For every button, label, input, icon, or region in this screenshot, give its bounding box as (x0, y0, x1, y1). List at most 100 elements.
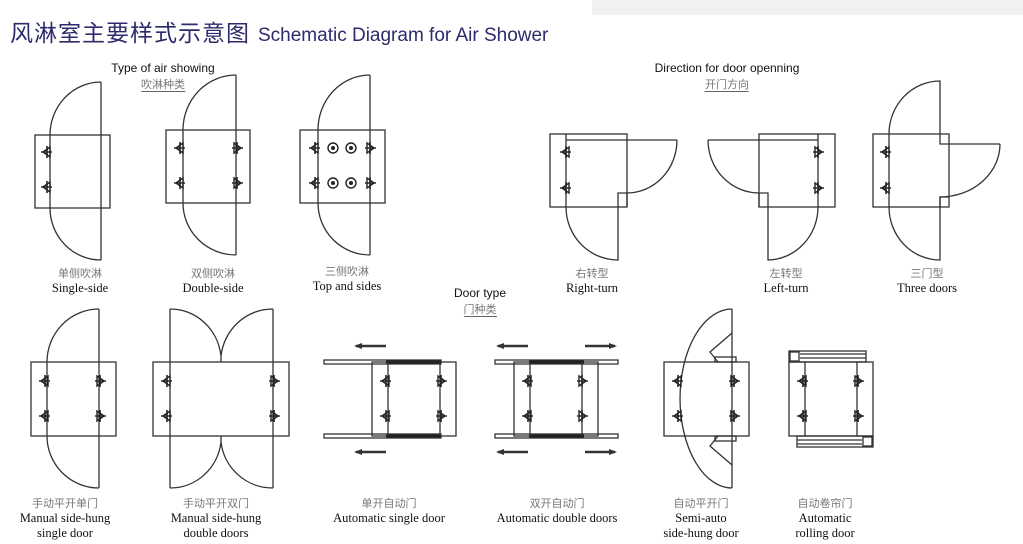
nozzle-icon (160, 374, 173, 388)
label-en: Automatic single door (333, 511, 445, 525)
section-door-type: Door type 门种类 (454, 286, 506, 318)
arrow-left-icon (494, 447, 530, 457)
nozzle-icon (796, 374, 809, 388)
nozzle-icon (435, 409, 448, 423)
label-zh: 左转型 (769, 267, 803, 280)
manual-double-doors-diagram (152, 308, 290, 489)
automatic-single-door-diagram (323, 341, 457, 457)
label-en: Semi-auto (675, 511, 727, 525)
three-doors-diagram (872, 80, 1001, 261)
nozzle-icon (521, 409, 534, 423)
nozzle-icon (38, 409, 51, 423)
label-zh: 手动平开双门 (182, 497, 249, 510)
arrow-left-icon (494, 341, 530, 351)
top-and-sides-diagram (299, 74, 386, 256)
label-en: Manual side-hung (19, 511, 111, 525)
label-zh: 自动卷帘门 (797, 497, 853, 510)
label-en-line2: rolling door (795, 526, 855, 540)
section-title-zh: 开门方向 (704, 78, 749, 92)
label-zh: 自动平开门 (673, 497, 729, 510)
title-en: Schematic Diagram for Air Shower (258, 25, 549, 46)
nozzle-icon (576, 409, 589, 423)
single-side-diagram (34, 81, 111, 261)
section-air-type: Type of air showing 吹淋种类 (111, 61, 215, 93)
nozzle-icon (94, 374, 107, 388)
top-bar (592, 0, 1023, 15)
top-nozzle-icon (327, 142, 339, 154)
section-title-en: Door type (453, 286, 507, 300)
title-zh: 风淋室主要样式示意图 (10, 21, 250, 47)
left-turn-diagram (707, 133, 836, 261)
top-nozzle-icon (327, 177, 339, 189)
nozzle-icon (364, 141, 377, 155)
nozzle-icon (671, 374, 684, 388)
automatic-rolling-door-diagram (788, 350, 874, 448)
label-zh: 单侧吹淋 (58, 267, 102, 280)
label-en: Automatic double doors (496, 511, 618, 525)
label-en: Left-turn (763, 281, 809, 295)
arrow-right-icon (583, 447, 619, 457)
label-en: Manual side-hung (170, 511, 262, 525)
section-door-direction: Direction for door openning 开门方向 (654, 61, 800, 93)
label-en: Top and sides (312, 279, 382, 293)
nozzle-icon (435, 374, 448, 388)
nozzle-icon (268, 374, 281, 388)
top-nozzle-icon (345, 142, 357, 154)
nozzle-icon (231, 141, 244, 155)
nozzle-icon (364, 176, 377, 190)
nozzle-icon (728, 374, 741, 388)
nozzle-icon (559, 145, 572, 159)
nozzle-icon (308, 141, 321, 155)
page-title: 风淋室主要样式示意图 Schematic Diagram for Air Show… (10, 14, 548, 48)
nozzle-icon (40, 180, 53, 194)
manual-single-door-diagram (30, 308, 117, 489)
nozzle-icon (879, 145, 892, 159)
nozzle-icon (796, 409, 809, 423)
automatic-double-doors-diagram (494, 341, 619, 457)
label-zh: 三侧吹淋 (325, 265, 369, 278)
semi-auto-side-hung-door-diagram (663, 308, 750, 489)
nozzle-icon (812, 145, 825, 159)
nozzle-icon (812, 181, 825, 195)
top-nozzle-icon (345, 177, 357, 189)
label-zh: 三门型 (910, 267, 944, 280)
nozzle-icon (173, 176, 186, 190)
nozzle-icon (671, 409, 684, 423)
nozzle-icon (879, 181, 892, 195)
label-en: Automatic (798, 511, 852, 525)
label-zh: 手动平开单门 (31, 497, 98, 510)
section-title-zh: 吹淋种类 (140, 78, 185, 92)
nozzle-icon (308, 176, 321, 190)
label-zh: 右转型 (575, 267, 609, 280)
nozzle-icon (173, 141, 186, 155)
arrow-left-icon (352, 447, 388, 457)
label-zh: 单开自动门 (361, 497, 417, 510)
nozzle-icon (576, 374, 589, 388)
arrow-left-icon (352, 341, 388, 351)
nozzle-icon (379, 409, 392, 423)
nozzle-icon (94, 409, 107, 423)
double-side-diagram (165, 74, 251, 256)
nozzle-icon (231, 176, 244, 190)
section-title-en: Direction for door openning (654, 61, 800, 75)
nozzle-icon (559, 181, 572, 195)
label-zh: 双开自动门 (529, 497, 585, 510)
nozzle-icon (268, 409, 281, 423)
nozzle-icon (852, 409, 865, 423)
section-title-en: Type of air showing (111, 61, 215, 75)
label-en: Single-side (51, 281, 109, 295)
label-en: Three doors (896, 281, 958, 295)
label-zh: 双侧吹淋 (190, 267, 235, 280)
nozzle-icon (379, 374, 392, 388)
nozzle-icon (38, 374, 51, 388)
